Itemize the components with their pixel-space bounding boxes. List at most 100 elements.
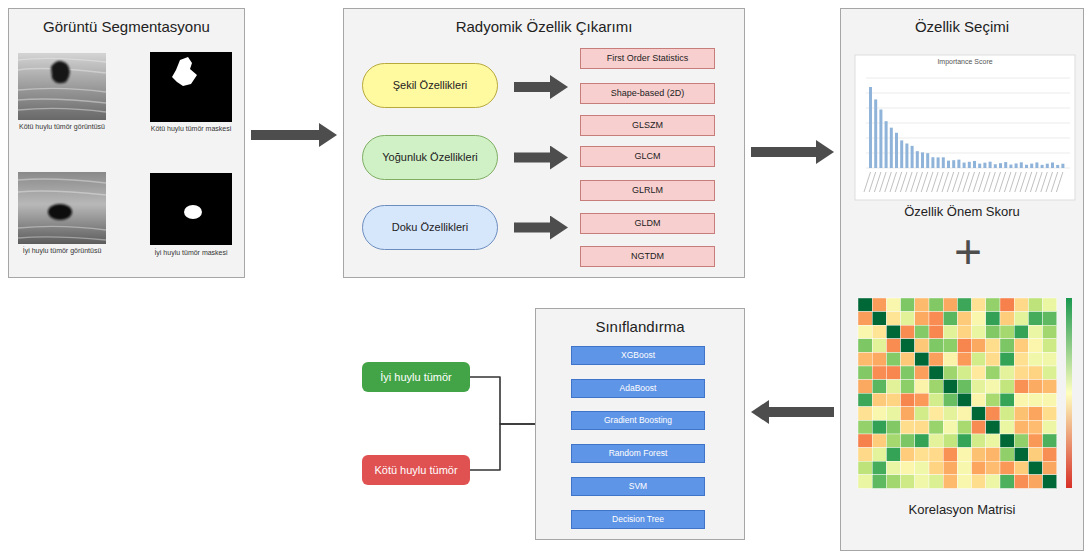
- box-label: GLRLM: [632, 185, 663, 195]
- importance-bar: [937, 157, 940, 168]
- block-arrow: [514, 153, 550, 163]
- importance-bar: [1035, 162, 1038, 168]
- matrix-cell: [1014, 448, 1028, 462]
- importance-bar: [952, 160, 955, 168]
- axis-tick: [958, 172, 965, 192]
- matrix-cell: [1043, 434, 1057, 448]
- matrix-cell: [986, 298, 1000, 312]
- importance-bar: [921, 152, 924, 168]
- matrix-cell: [986, 475, 1000, 489]
- matrix-cell: [901, 434, 915, 448]
- matrix-cell: [957, 475, 971, 489]
- importance-bar: [942, 157, 945, 168]
- classifier-box: Random Forest: [571, 444, 705, 463]
- matrix-cell: [943, 434, 957, 448]
- axis-tick: [1051, 172, 1058, 192]
- figure-caption: Korelasyon Matrisi: [840, 503, 1084, 518]
- matrix-cell: [986, 420, 1000, 434]
- matrix-cell: [901, 366, 915, 380]
- box-label: First Order Statistics: [607, 53, 689, 63]
- axis-tick: [1015, 172, 1022, 192]
- matrix-cell: [957, 407, 971, 421]
- matrix-cell: [872, 461, 886, 475]
- matrix-cell: [1043, 448, 1057, 462]
- matrix-cell: [1043, 339, 1057, 353]
- matrix-cell: [957, 339, 971, 353]
- panel-title: Özellik Seçimi: [841, 9, 1083, 35]
- axis-tick: [989, 172, 996, 192]
- matrix-cell: [1043, 366, 1057, 380]
- matrix-cell: [872, 325, 886, 339]
- axis-tick: [864, 172, 871, 192]
- importance-bar-chart: [855, 55, 1075, 200]
- box-label: GLDM: [634, 218, 660, 228]
- panel-title: Radyomik Özellik Çıkarımı: [344, 9, 744, 35]
- importance-bar: [1015, 163, 1018, 168]
- matrix-cell: [929, 298, 943, 312]
- matrix-cell: [972, 434, 986, 448]
- importance-bar: [963, 163, 966, 168]
- matrix-cell: [872, 352, 886, 366]
- axis-tick: [916, 172, 923, 192]
- stage-panel: Özellik Seçimi: [840, 8, 1084, 551]
- feature-class-box: GLDM: [580, 213, 715, 234]
- matrix-cell: [1000, 366, 1014, 380]
- matrix-cell: [901, 325, 915, 339]
- feature-class-box: GLSZM: [580, 115, 715, 136]
- matrix-cell: [957, 420, 971, 434]
- matrix-cell: [972, 420, 986, 434]
- matrix-cell: [929, 325, 943, 339]
- matrix-cell: [858, 420, 872, 434]
- feature-class-box: NGTDM: [580, 246, 715, 267]
- matrix-cell: [957, 312, 971, 326]
- importance-bar: [1009, 165, 1012, 168]
- matrix-cell: [1043, 325, 1057, 339]
- matrix-cell: [1000, 325, 1014, 339]
- importance-bar: [895, 133, 898, 168]
- matrix-cell: [1000, 461, 1014, 475]
- matrix-cell: [972, 339, 986, 353]
- panel-fill: [8, 8, 245, 278]
- matrix-cell: [957, 434, 971, 448]
- importance-bar: [900, 140, 903, 168]
- matrix-cell: [972, 407, 986, 421]
- matrix-cell: [872, 380, 886, 394]
- matrix-cell: [915, 475, 929, 489]
- matrix-cell: [915, 366, 929, 380]
- matrix-cell: [886, 407, 900, 421]
- matrix-cell: [858, 339, 872, 353]
- matrix-cell: [886, 380, 900, 394]
- matrix-cell: [1043, 312, 1057, 326]
- axis-tick: [1056, 172, 1063, 192]
- feature-class-box: First Order Statistics: [580, 48, 715, 69]
- image-caption: Kötü huylu tümör görüntüsü: [16, 123, 108, 131]
- matrix-cell: [957, 298, 971, 312]
- matrix-cell: [1014, 352, 1028, 366]
- axis-tick: [885, 172, 892, 192]
- importance-bar: [885, 121, 888, 168]
- matrix-cell: [901, 461, 915, 475]
- box-label: Gradient Boosting: [604, 416, 672, 426]
- result-box: İyi huylu tümör: [362, 362, 470, 392]
- matrix-cell: [1014, 298, 1028, 312]
- axis-tick: [921, 172, 928, 192]
- feature-group-pill: Yoğunluk Özellikleri: [362, 135, 498, 180]
- matrix-cell: [915, 325, 929, 339]
- matrix-cell: [858, 366, 872, 380]
- classifier-box: Decision Tree: [571, 510, 705, 529]
- matrix-cell: [972, 312, 986, 326]
- importance-bar: [926, 153, 929, 168]
- grid-line: [866, 93, 1070, 94]
- matrix-cell: [858, 393, 872, 407]
- axis-tick: [1004, 172, 1011, 192]
- importance-bar: [994, 164, 997, 168]
- matrix-cell: [929, 420, 943, 434]
- matrix-cell: [972, 393, 986, 407]
- matrix-cell: [872, 312, 886, 326]
- matrix-cell: [886, 352, 900, 366]
- box-label: XGBoost: [621, 351, 655, 361]
- matrix-cell: [1028, 461, 1042, 475]
- ultrasound-image: [18, 172, 106, 244]
- matrix-cell: [986, 325, 1000, 339]
- matrix-cell: [1000, 312, 1014, 326]
